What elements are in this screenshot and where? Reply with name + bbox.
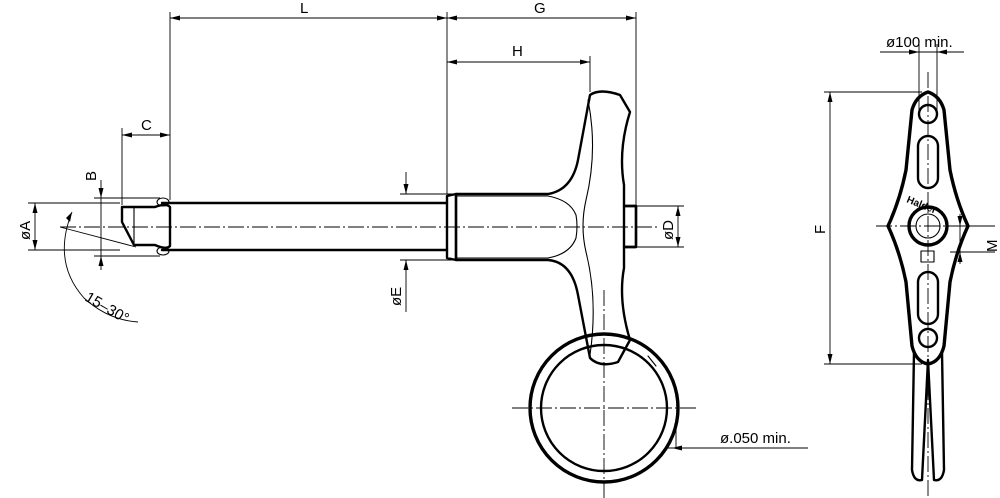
label-ring: ø.050 min. — [720, 430, 791, 447]
brand-text: Halder — [905, 195, 938, 217]
ball-bottom — [156, 246, 170, 256]
dimension-B: B — [83, 171, 160, 270]
ball-top — [156, 197, 170, 207]
handle-contour — [455, 195, 578, 259]
logo-square — [920, 250, 935, 263]
label-M: M — [984, 240, 1000, 253]
label-hole: ø100 min. — [886, 34, 953, 51]
handle-front-view: Halder — [876, 72, 984, 496]
label-A: øA — [17, 221, 34, 240]
ring-split — [647, 355, 657, 367]
label-angle: 15–30° — [82, 289, 132, 328]
dimension-A: øA — [17, 202, 120, 251]
dimension-E: øE — [388, 172, 456, 312]
label-D: øD — [660, 220, 677, 240]
label-E: øE — [388, 287, 405, 306]
label-F: F — [812, 225, 829, 234]
dimension-ring-wire: ø.050 min. — [666, 426, 808, 451]
pin-shaft — [160, 201, 449, 252]
label-L: L — [300, 0, 308, 17]
label-G: G — [534, 0, 546, 17]
dimension-L: L — [169, 0, 448, 200]
handle-inner-line — [582, 99, 594, 356]
label-H: H — [512, 43, 523, 60]
dimension-C: C — [121, 117, 170, 205]
label-C: C — [141, 117, 152, 134]
dimension-D: øD — [636, 205, 684, 248]
dimension-F: F — [812, 91, 922, 365]
t-handle — [454, 90, 638, 366]
pin-side-view — [60, 90, 698, 498]
release-button — [622, 204, 638, 249]
pin-tip — [120, 203, 172, 249]
dimension-M: M — [950, 214, 1000, 264]
label-B: B — [83, 171, 100, 181]
dimension-G: G — [447, 0, 637, 205]
dimension-hole: ø100 min. — [880, 34, 964, 112]
dimension-H: H — [447, 43, 591, 92]
